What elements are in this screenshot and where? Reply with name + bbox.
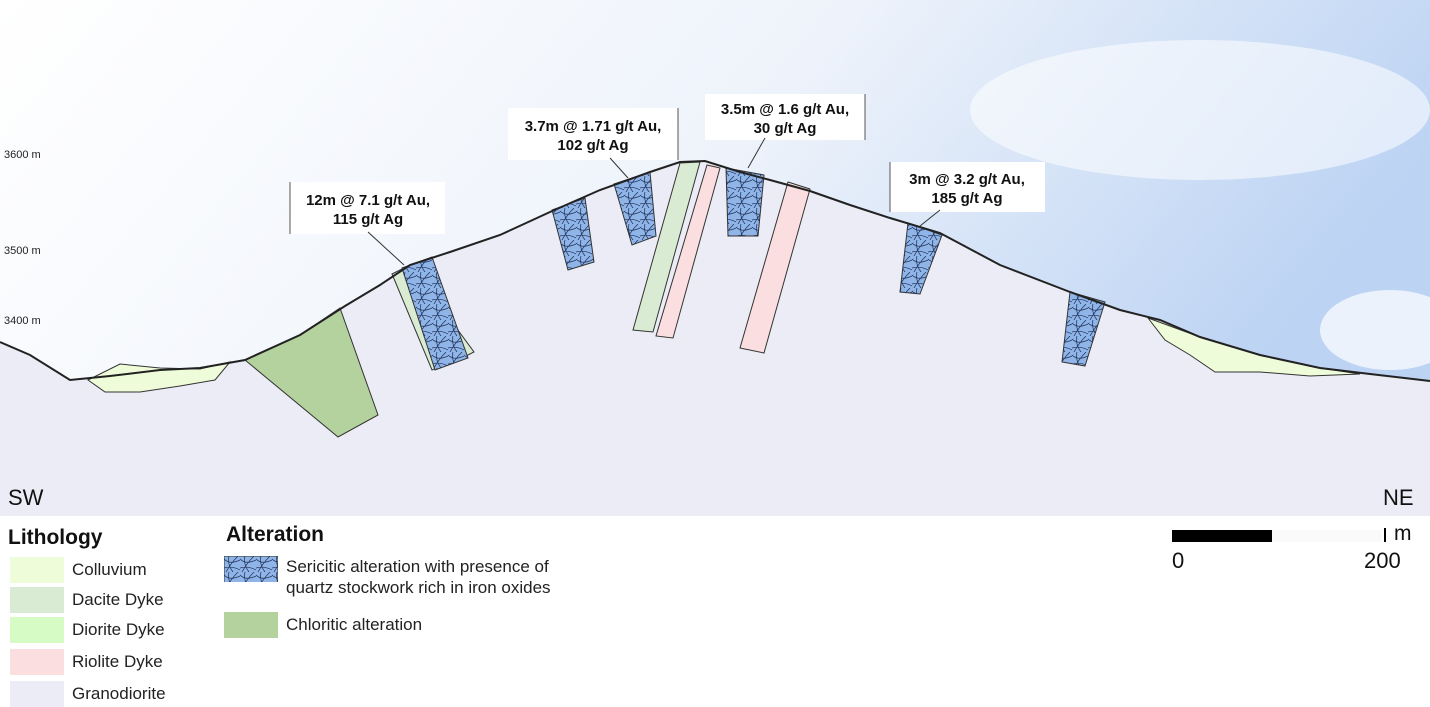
cloud	[970, 40, 1430, 180]
legend-label: Dacite Dyke	[72, 590, 164, 609]
intercept-text: 3m @ 3.2 g/t Au,	[909, 171, 1025, 188]
riolite-dyke-1	[655, 164, 721, 339]
intercept-text: 3.5m @ 1.6 g/t Au,	[721, 101, 849, 118]
elevation-label: 3500 m	[4, 245, 41, 257]
colluvium-left	[87, 361, 232, 393]
sericitic-zone-6	[1061, 291, 1106, 367]
legend-item-riolite-dyke: Riolite Dyke	[10, 649, 163, 675]
elevation-label: 3600 m	[4, 149, 41, 161]
cross-section: 3600 m 3500 m 3400 m SW NE 12m @ 7.1 g/t…	[0, 0, 1430, 516]
elevation-label: 3400 m	[4, 315, 41, 327]
intercept-text: 3.7m @ 1.71 g/t Au,	[525, 118, 662, 135]
scale-bar-end-tick	[1384, 528, 1386, 542]
intercept-text: 30 g/t Ag	[754, 120, 817, 137]
legend-label: Sericitic alteration with presence of	[286, 557, 549, 576]
granodiorite-body	[0, 161, 1430, 516]
intercept-text: 115 g/t Ag	[333, 211, 403, 228]
legend-label: quartz stockwork rich in iron oxides	[286, 578, 551, 597]
chloritic-swatch	[224, 612, 278, 638]
legend-label: Riolite Dyke	[72, 652, 163, 671]
legend-item-colluvium: Colluvium	[10, 557, 147, 583]
cloud	[1320, 290, 1430, 370]
scale-bar: m 0 200	[1172, 522, 1412, 578]
diorite-dyke-swatch	[10, 617, 64, 643]
legend-label: Granodiorite	[72, 684, 166, 703]
lithology-legend-title: Lithology	[8, 526, 103, 549]
legend-item-granodiorite: Granodiorite	[10, 681, 166, 707]
direction-ne: NE	[1383, 485, 1414, 510]
legend-item-sericitic: Sericitic alteration with presence of qu…	[224, 556, 551, 598]
scale-bar-white-segment	[1272, 530, 1382, 542]
legend-item-chloritic: Chloritic alteration	[224, 612, 422, 638]
sericitic-swatch	[224, 556, 278, 582]
intercept-callout-4: 3m @ 3.2 g/t Au, 185 g/t Ag	[889, 162, 1045, 227]
legend-item-dacite-dyke: Dacite Dyke	[10, 587, 164, 613]
scale-unit: m	[1394, 522, 1412, 545]
riolite-dyke-swatch	[10, 649, 64, 675]
sericitic-zone-4	[725, 167, 765, 237]
scale-start: 0	[1172, 548, 1185, 573]
intercept-text: 185 g/t Ag	[931, 190, 1002, 207]
granodiorite-swatch	[10, 681, 64, 707]
legend-label: Colluvium	[72, 560, 147, 579]
alteration-legend-title: Alteration	[226, 523, 325, 546]
scale-end: 200	[1364, 548, 1401, 573]
scale-bar-black-segment	[1172, 530, 1272, 542]
intercept-callout-2: 3.7m @ 1.71 g/t Au, 102 g/t Ag	[508, 108, 679, 179]
topography-line	[0, 159, 1430, 382]
intercept-text: 102 g/t Ag	[557, 137, 628, 154]
intercept-callout-3: 3.5m @ 1.6 g/t Au, 30 g/t Ag	[705, 94, 866, 169]
legend-item-diorite-dyke: Diorite Dyke	[10, 617, 165, 643]
direction-sw: SW	[8, 485, 44, 510]
legend-label: Diorite Dyke	[72, 620, 165, 639]
dacite-dyke-swatch	[10, 587, 64, 613]
riolite-dyke-2	[739, 181, 811, 354]
intercept-callout-1: 12m @ 7.1 g/t Au, 115 g/t Ag	[289, 182, 445, 266]
intercept-text: 12m @ 7.1 g/t Au,	[306, 192, 430, 209]
colluvium-swatch	[10, 557, 64, 583]
legend-label: Chloritic alteration	[286, 615, 423, 634]
